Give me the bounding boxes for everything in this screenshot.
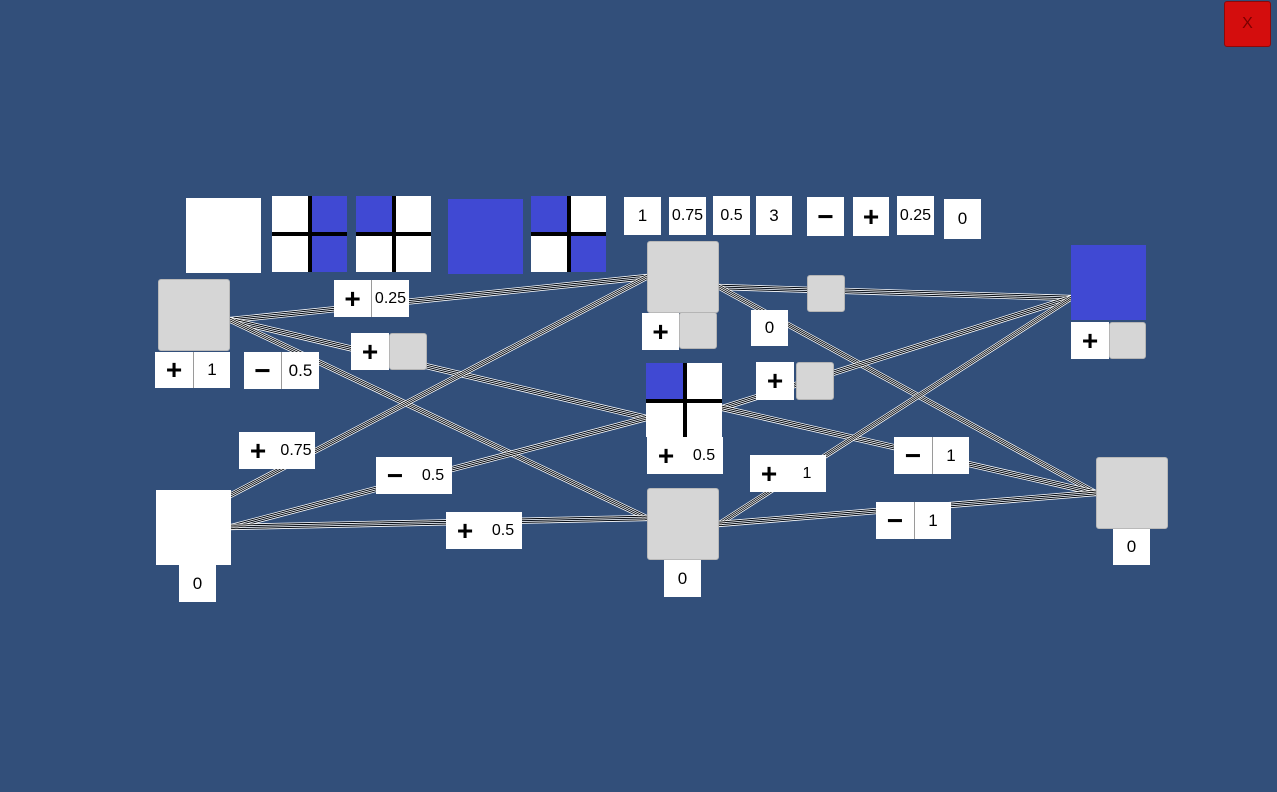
conn-label-c2-slot[interactable]: [389, 333, 427, 370]
palette-value-1[interactable]: 1: [624, 197, 661, 235]
palette-value-025[interactable]: 0.25: [897, 196, 934, 235]
cross-vbar: [567, 196, 571, 272]
wire-strand: [718, 286, 1072, 299]
wire-strand: [230, 518, 648, 529]
palette-white-tile[interactable]: [186, 198, 261, 273]
wire-strand: [230, 519, 648, 530]
output-low-value[interactable]: 1: [914, 502, 951, 539]
conn-label-c4-sign[interactable]: −: [376, 457, 414, 494]
wire-strand: [230, 516, 648, 527]
wire-strand: [229, 279, 648, 324]
wire-strand: [718, 284, 1072, 297]
hidden-2-side-sign[interactable]: +: [756, 362, 794, 400]
output-node-bottom[interactable]: [1096, 457, 1168, 529]
wire-strand: [229, 276, 648, 321]
palette-quad-tile-diagonal[interactable]: [531, 196, 606, 272]
conn-label-c5-value[interactable]: 0.5: [484, 512, 522, 549]
cross-vbar: [683, 363, 687, 437]
cross-vbar: [308, 196, 312, 272]
hidden-3-side-sign[interactable]: +: [750, 455, 788, 492]
hidden-node-2[interactable]: [646, 363, 722, 437]
wire-strand: [718, 283, 1072, 296]
quad-fill: [531, 196, 567, 232]
output-mid-value[interactable]: 1: [932, 437, 969, 474]
output-node-top[interactable]: [1071, 245, 1146, 320]
wire-strand: [229, 274, 648, 319]
output-top-sign[interactable]: +: [1071, 322, 1109, 359]
input-top-weight-sign[interactable]: +: [155, 352, 193, 388]
input-top-weight-value[interactable]: 1: [193, 352, 230, 388]
hidden-node-3[interactable]: [647, 488, 719, 560]
wire-strand: [230, 517, 648, 528]
quad-fill: [646, 363, 683, 399]
hidden-2-sign[interactable]: +: [647, 437, 685, 474]
palette-blue-tile[interactable]: [448, 199, 523, 274]
conn-label-c1-value[interactable]: 0.25: [371, 280, 409, 317]
wire-strand: [230, 514, 648, 525]
hidden-node-1[interactable]: [647, 241, 719, 313]
wire-strand: [229, 273, 648, 318]
wire-strand: [230, 520, 648, 531]
wire-strand: [718, 289, 1072, 302]
quad-fill: [356, 196, 392, 232]
hidden-3-side-value[interactable]: 1: [788, 455, 826, 492]
conn-label-c2-sign[interactable]: +: [351, 333, 389, 370]
hidden-3-value: 0: [664, 560, 701, 597]
output-low-sign[interactable]: −: [876, 502, 914, 539]
wire-strand: [718, 287, 1072, 300]
hidden-2-value[interactable]: 0.5: [685, 437, 723, 474]
palette-value-3[interactable]: 3: [756, 196, 792, 235]
palette-plus[interactable]: +: [853, 197, 889, 236]
input-node-top[interactable]: [158, 279, 230, 351]
conn-label-c3-value[interactable]: 0.75: [277, 432, 315, 469]
input-top-bias-sign[interactable]: −: [244, 352, 281, 389]
cross-vbar: [392, 196, 396, 272]
wire-strand: [718, 285, 1072, 298]
quad-fill: [571, 236, 606, 272]
palette-minus[interactable]: −: [807, 197, 844, 236]
wire-strand: [230, 515, 648, 526]
hidden-1-out-slot[interactable]: [807, 275, 845, 312]
hidden-2-side-slot[interactable]: [796, 362, 834, 400]
wire-strand: [718, 288, 1072, 301]
palette-value-075[interactable]: 0.75: [669, 197, 706, 235]
input-node-bottom[interactable]: [156, 490, 231, 565]
input-top-bias-value[interactable]: 0.5: [281, 352, 319, 389]
wire-strand: [229, 275, 648, 320]
output-bottom-value: 0: [1113, 529, 1150, 565]
hidden-1-sign[interactable]: +: [642, 313, 679, 350]
conn-label-c4-value[interactable]: 0.5: [414, 457, 452, 494]
conn-label-c5-sign[interactable]: +: [446, 512, 484, 549]
conn-label-c1-sign[interactable]: +: [334, 280, 371, 317]
input-bottom-value: 0: [179, 565, 216, 602]
output-mid-sign[interactable]: −: [894, 437, 932, 474]
wire-strand: [229, 277, 648, 322]
close-button[interactable]: X: [1224, 1, 1271, 47]
palette-value-0[interactable]: 0: [944, 199, 981, 239]
hidden-1-slot[interactable]: [679, 312, 717, 349]
palette-quad-tile-topleft[interactable]: [356, 196, 431, 272]
palette-quad-tile-right[interactable]: [272, 196, 347, 272]
wire-strand: [229, 278, 648, 323]
conn-label-c3-sign[interactable]: +: [239, 432, 277, 469]
hidden-1-value[interactable]: 0: [751, 310, 788, 346]
palette-value-05[interactable]: 0.5: [713, 196, 750, 235]
output-top-slot[interactable]: [1109, 322, 1146, 359]
